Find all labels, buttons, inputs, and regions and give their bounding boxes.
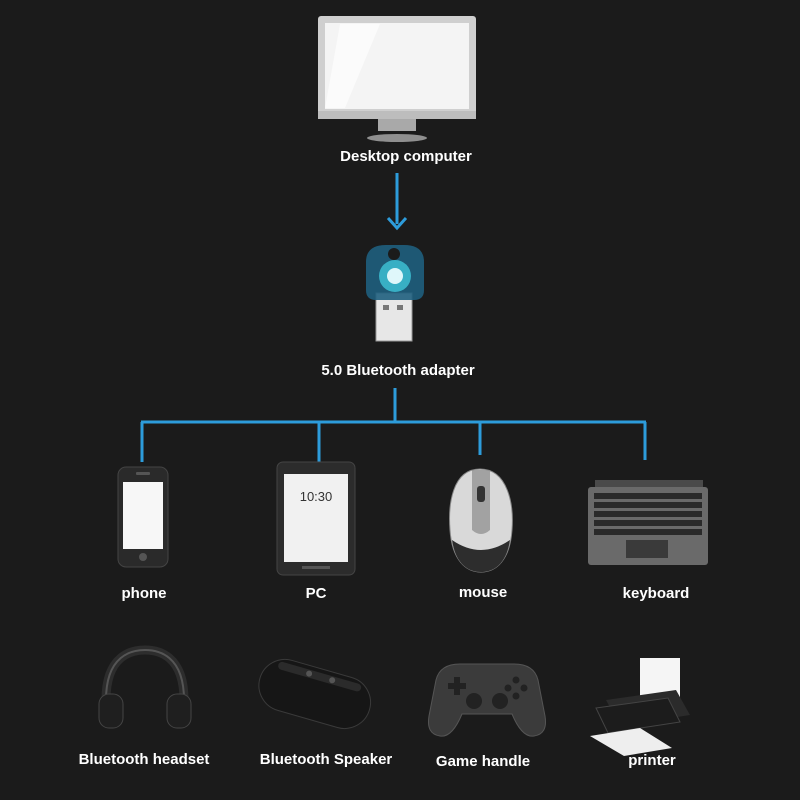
desktop-computer-label: Desktop computer xyxy=(340,148,472,165)
usb-bluetooth-adapter-icon xyxy=(366,245,424,342)
device-label-printer: printer xyxy=(628,752,676,769)
device-label-mouse: mouse xyxy=(458,584,508,601)
printer-icon xyxy=(590,658,690,756)
device-label-keyboard: keyboard xyxy=(622,585,690,602)
bluetooth-adapter-label: 5.0 Bluetooth adapter xyxy=(321,362,475,379)
desktop-monitor-icon xyxy=(318,16,476,142)
keyboard-icon xyxy=(588,480,708,565)
device-label-bluetooth-speaker: Bluetooth Speaker xyxy=(259,751,393,768)
arrow-down-connector xyxy=(386,173,408,231)
tree-connector xyxy=(140,388,647,462)
mouse-icon xyxy=(449,468,513,573)
device-label-phone: phone xyxy=(121,585,167,602)
speaker-icon xyxy=(258,658,372,730)
gamepad-icon xyxy=(428,663,546,737)
device-label-game-handle: Game handle xyxy=(435,753,531,770)
tablet-clock-text: 10:30 xyxy=(300,489,333,504)
headphones-icon xyxy=(98,645,192,729)
device-label-bluetooth-headset: Bluetooth headset xyxy=(78,751,210,768)
device-label-pc: PC xyxy=(305,585,327,602)
tablet-icon: 10:30 xyxy=(276,461,356,576)
smartphone-icon xyxy=(117,466,169,568)
